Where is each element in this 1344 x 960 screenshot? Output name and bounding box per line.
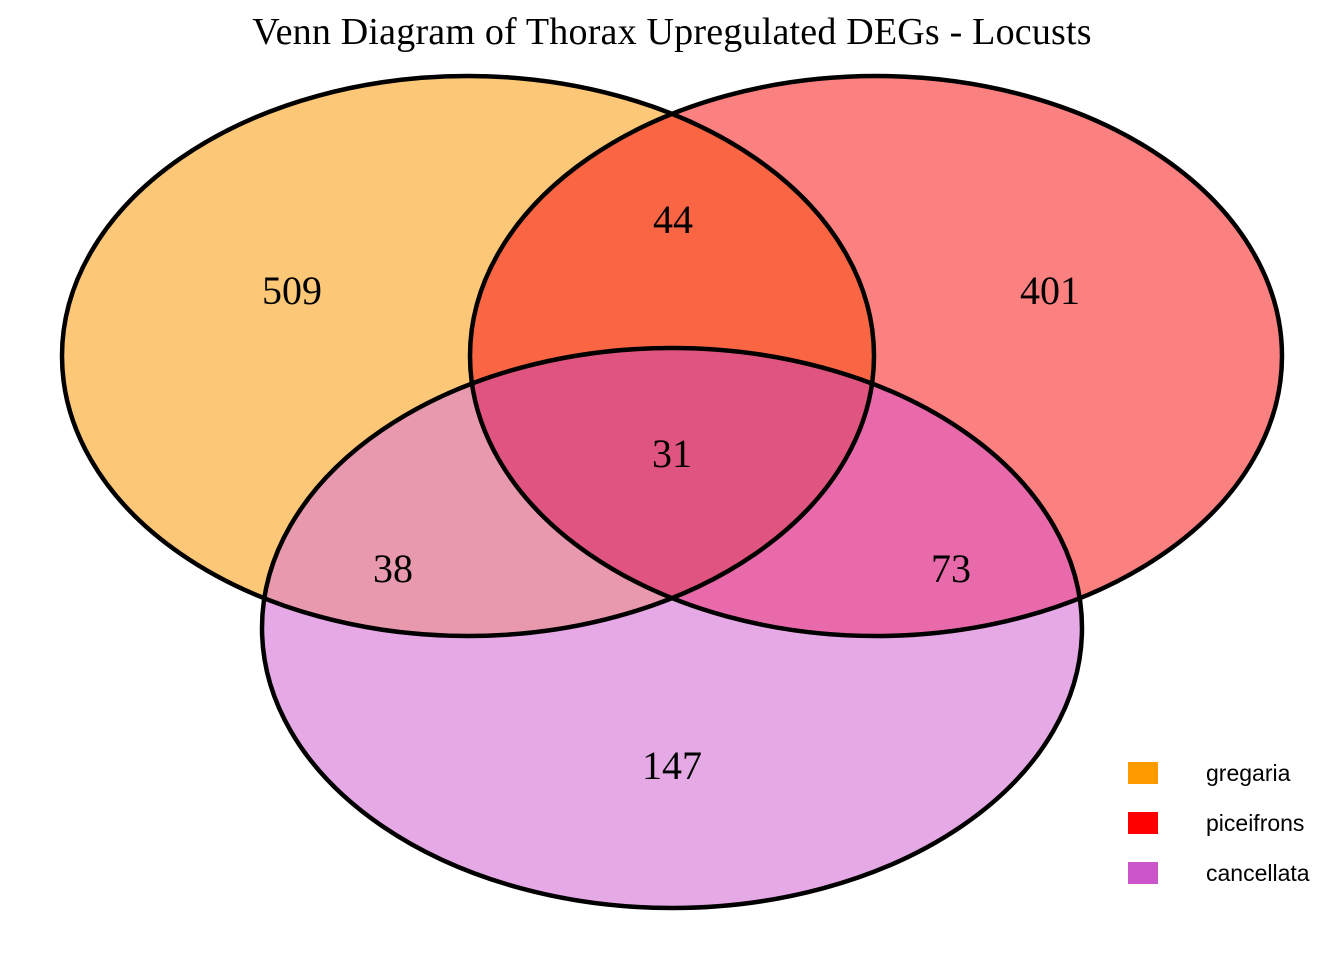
page-title: Venn Diagram of Thorax Upregulated DEGs …: [252, 11, 1092, 53]
count-cancellata-only: 147: [642, 743, 702, 788]
legend-swatch-piceifrons: [1128, 812, 1158, 834]
legend-label-piceifrons: piceifrons: [1206, 809, 1305, 836]
count-piceifrons-cancellata: 73: [931, 546, 971, 591]
legend-item-gregaria[interactable]: gregaria: [1128, 748, 1344, 798]
legend-swatch-gregaria: [1128, 762, 1158, 784]
venn-region-fills: [62, 76, 1282, 908]
legend-item-cancellata[interactable]: cancellata: [1128, 848, 1344, 898]
count-all-three: 31: [652, 431, 692, 476]
count-gregaria-only: 509: [262, 268, 322, 313]
count-gregaria-cancellata: 38: [373, 546, 413, 591]
outline-cancellata: [259, 345, 1085, 911]
legend-swatch-cancellata: [1128, 862, 1158, 884]
venn-count-labels: 509 401 147 44 38 73 31: [262, 197, 1080, 788]
count-gregaria-piceifrons: 44: [653, 197, 693, 242]
legend: gregaria piceifrons cancellata: [1128, 748, 1344, 898]
count-piceifrons-only: 401: [1020, 268, 1080, 313]
outline-gregaria: [59, 73, 877, 639]
legend-label-cancellata: cancellata: [1206, 859, 1310, 886]
outline-piceifrons: [467, 73, 1285, 639]
venn-outlines: [59, 73, 1285, 911]
legend-label-gregaria: gregaria: [1206, 759, 1291, 786]
legend-item-piceifrons[interactable]: piceifrons: [1128, 798, 1344, 848]
